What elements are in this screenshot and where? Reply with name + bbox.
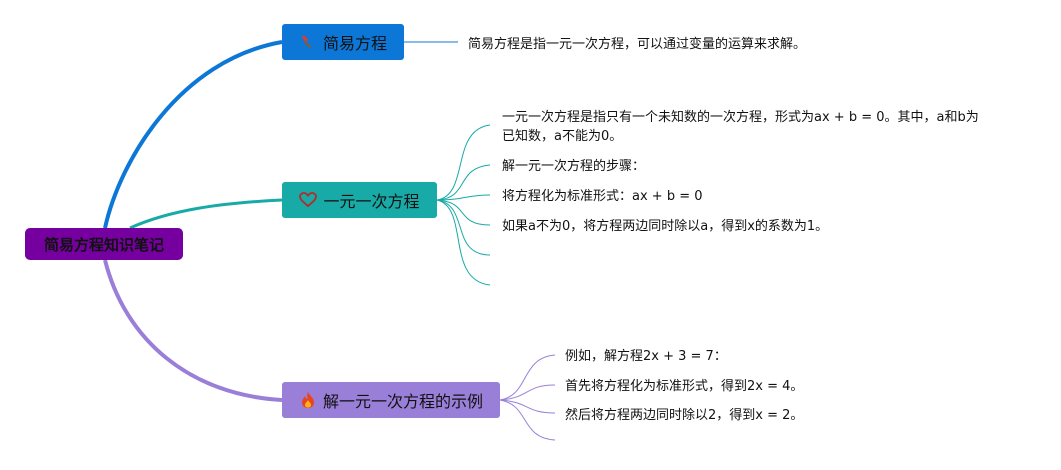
note-text: 如果a不为0，将方程两边同时除以a，得到x的系数为1。	[502, 219, 829, 234]
branch-node-simple-equation[interactable]: 简易方程	[282, 24, 404, 60]
note-text: 简易方程是指一元一次方程，可以通过变量的运算来求解。	[468, 37, 807, 52]
heart-icon	[299, 191, 318, 209]
branch2-fan	[436, 124, 491, 286]
branch-label: 简易方程	[322, 34, 387, 53]
branch-label: 一元一次方程	[323, 192, 420, 211]
note-text: 例如，解方程2x + 3 = 7：	[565, 349, 727, 364]
link-root-branch2	[129, 198, 283, 230]
note-text: 解一元一次方程的步骤：	[502, 159, 646, 174]
note-text: 将方程化为标准形式：ax + b = 0	[502, 189, 703, 204]
root-label: 简易方程知识笔记	[43, 235, 164, 254]
branch-label: 解一元一次方程的示例	[322, 392, 483, 411]
hammer-icon	[299, 33, 317, 51]
fire-icon	[299, 391, 317, 409]
note-text: 然后将方程两边同时除以2，得到x = 2。	[565, 408, 804, 423]
branch-node-example[interactable]: 解一元一次方程的示例	[282, 382, 500, 418]
root-node[interactable]: 简易方程知识笔记	[25, 228, 183, 260]
note-text: 首先将方程化为标准形式，得到2x = 4。	[565, 379, 804, 394]
link-root-branch3	[103, 259, 283, 402]
branch3-fan	[499, 354, 556, 441]
note-text: 已知数，a不能为0。	[502, 129, 623, 144]
note-text: 一元一次方程是指只有一个未知数的一次方程，形式为ax + b = 0。其中，a和…	[502, 110, 979, 125]
link-root-branch1	[103, 40, 283, 229]
branch-node-linear-equation[interactable]: 一元一次方程	[282, 182, 437, 218]
